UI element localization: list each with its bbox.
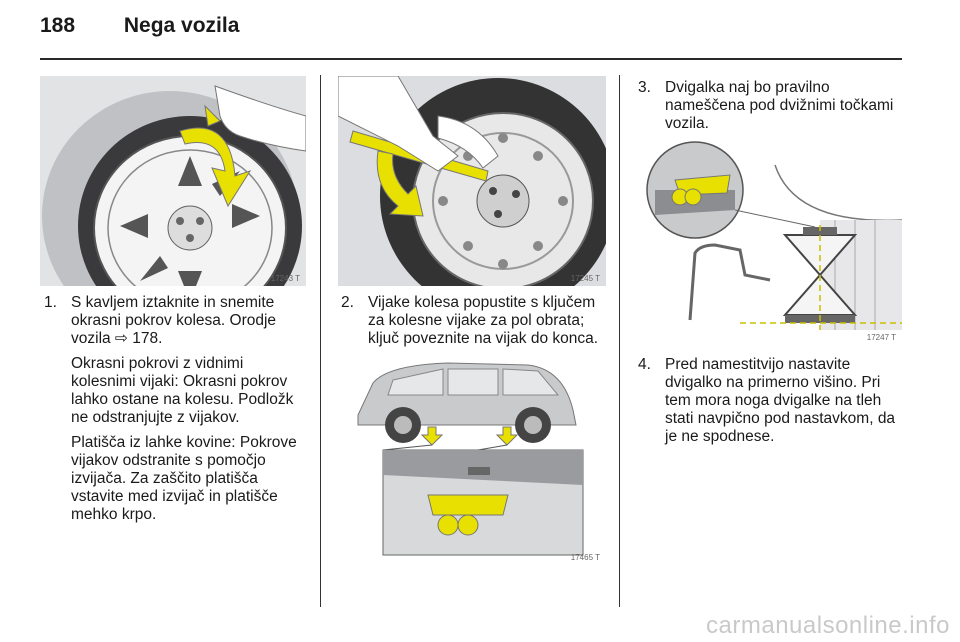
step-text: Vijake kolesa popustite s ključem za kol… (368, 294, 599, 347)
figure-number: 17243 T (270, 274, 300, 283)
figure-jack-placement: 17247 T (635, 135, 902, 345)
page-title: Nega vozila (123, 14, 240, 37)
wheel-wrench-illustration (338, 76, 606, 286)
figure-number: 17247 T (866, 333, 896, 342)
jack-points-illustration (338, 355, 606, 565)
column-divider-1 (320, 75, 321, 607)
page-header: 188 Nega vozila (40, 14, 239, 38)
step-text: S kavljem iztaknite in snemite okrasni p… (71, 294, 277, 347)
step-1: 1. S kavljem iztaknite in snemite okrasn… (44, 294, 306, 531)
step-3: 3. Dvigalka naj bo pravilno nameščena po… (638, 79, 902, 140)
page-number: 188 (40, 14, 76, 37)
step-text: Pred namestitvijo nastavite dvigalko na … (665, 356, 896, 445)
step-4: 4. Pred namestitvijo nastavite dvigalko … (638, 356, 902, 453)
figure-number: 17465 T (570, 553, 600, 562)
figure-jack-points: 17465 T (338, 355, 606, 565)
watermark-link[interactable]: carmanualsonline.info (706, 612, 950, 639)
column-divider-2 (619, 75, 620, 607)
step-number: 3. (638, 79, 651, 96)
step-number: 1. (44, 294, 57, 311)
header-rule (40, 58, 902, 60)
step-number: 4. (638, 356, 651, 373)
step-text: Dvigalka naj bo pravilno nameščena pod d… (665, 79, 894, 132)
figure-wheel-wrench: 17245 T (338, 76, 606, 286)
figure-hubcap-removal: 17243 T (40, 76, 306, 286)
figure-number: 17245 T (570, 274, 600, 283)
step-2: 2. Vijake kolesa popustite s ključem za … (341, 294, 609, 355)
jack-placement-illustration (635, 135, 902, 345)
step-note-alloy: Platišča iz lahke kovine: Pokrove vijako… (71, 434, 297, 523)
step-note-hubcaps: Okrasni pokrovi z vidnimi kolesnimi vija… (71, 355, 294, 426)
hubcap-removal-illustration (40, 76, 306, 286)
step-number: 2. (341, 294, 354, 311)
